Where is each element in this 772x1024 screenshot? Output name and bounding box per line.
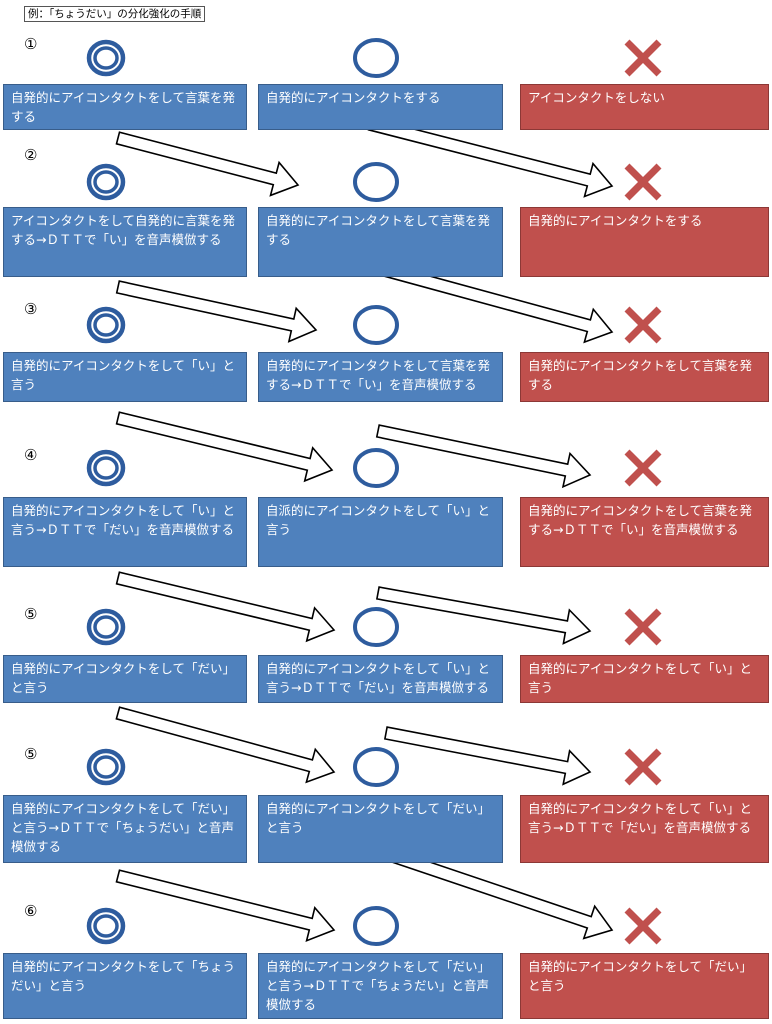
step-box-right: 自発的にアイコンタクトをして言葉を発する [520, 352, 769, 402]
step-box-left: 自発的にアイコンタクトをして「い」と言う [3, 352, 247, 402]
step-box-left: 自発的にアイコンタクトをして「ちょうだい」と言う [3, 953, 247, 1019]
step-box-left: アイコンタクトをして自発的に言葉を発する→ＤＴＴで「い」を音声模倣する [3, 207, 247, 277]
cross-icon [624, 306, 662, 344]
transition-arrow [115, 706, 336, 784]
transition-arrow [375, 586, 592, 645]
step-box-left: 自発的にアイコンタクトをして「だい」と言う→ＤＴＴで「ちょうだい」と音声模倣する [3, 795, 247, 863]
step-box-middle: 自発的にアイコンタクトをして「だい」と言う→ＤＴＴで「ちょうだい」と音声模倣する [258, 953, 503, 1019]
circle-icon [353, 906, 399, 946]
circle-icon [353, 162, 399, 202]
step-label: ② [24, 146, 38, 164]
step-box-right: 自発的にアイコンタクトをして「い」と言う [520, 655, 769, 703]
step-box-left: 自発的にアイコンタクトをして「だい」と言う [3, 655, 247, 703]
step-box-right: 自発的にアイコンタクトをして「い」と言う→ＤＴＴで「だい」を音声模倣する [520, 795, 769, 863]
step-label: ④ [24, 446, 38, 464]
step-box-middle: 自発的にアイコンタクトをして「だい」と言う [258, 795, 503, 863]
step-box-right: アイコンタクトをしない [520, 84, 769, 130]
double-circle-icon [86, 907, 126, 945]
cross-icon [624, 748, 662, 786]
transition-arrow [115, 131, 300, 197]
double-circle-icon [86, 163, 126, 201]
cross-icon [624, 608, 662, 646]
step-box-middle: 自発的にアイコンタクトをして言葉を発する [258, 207, 503, 277]
step-box-right: 自発的にアイコンタクトをする [520, 207, 769, 277]
step-box-left: 自発的にアイコンタクトをして「い」と言う→ＤＴＴで「だい」を音声模倣する [3, 497, 247, 567]
transition-arrow [115, 280, 318, 343]
cross-icon [624, 163, 662, 201]
step-label: ⑤ [24, 745, 38, 763]
transition-arrow [115, 869, 336, 943]
step-box-middle: 自発的にアイコンタクトをして言葉を発する→ＤＴＴで「い」を音声模倣する [258, 352, 503, 402]
transition-arrow [115, 411, 334, 483]
transition-arrow [115, 571, 336, 643]
circle-icon [353, 305, 399, 345]
double-circle-icon [86, 39, 126, 77]
step-box-right: 自発的にアイコンタクトをして「だい」と言う [520, 953, 769, 1019]
circle-icon [353, 747, 399, 787]
diagram-caption: 例：「ちょうだい」の分化強化の手順 [24, 6, 206, 22]
step-label: ① [24, 35, 38, 53]
circle-icon [353, 38, 399, 78]
double-circle-icon [86, 608, 126, 646]
step-box-middle: 自発的にアイコンタクトをして「い」と言う→ＤＴＴで「だい」を音声模倣する [258, 655, 503, 703]
step-box-middle: 自派的にアイコンタクトをして「い」と言う [258, 497, 503, 567]
step-label: ③ [24, 300, 38, 318]
cross-icon [624, 907, 662, 945]
double-circle-icon [86, 306, 126, 344]
transition-arrow [375, 424, 592, 489]
step-label: ⑥ [24, 902, 38, 920]
step-box-left: 自発的にアイコンタクトをして言葉を発する [3, 84, 247, 130]
cross-icon [624, 39, 662, 77]
circle-icon [353, 448, 399, 488]
double-circle-icon [86, 748, 126, 786]
step-label: ⑤ [24, 605, 38, 623]
circle-icon [353, 607, 399, 647]
step-box-middle: 自発的にアイコンタクトをする [258, 84, 503, 130]
cross-icon [624, 449, 662, 487]
double-circle-icon [86, 449, 126, 487]
transition-arrow [383, 726, 592, 786]
step-box-right: 自発的にアイコンタクトをして言葉を発する→ＤＴＴで「い」を音声模倣する [520, 497, 769, 567]
